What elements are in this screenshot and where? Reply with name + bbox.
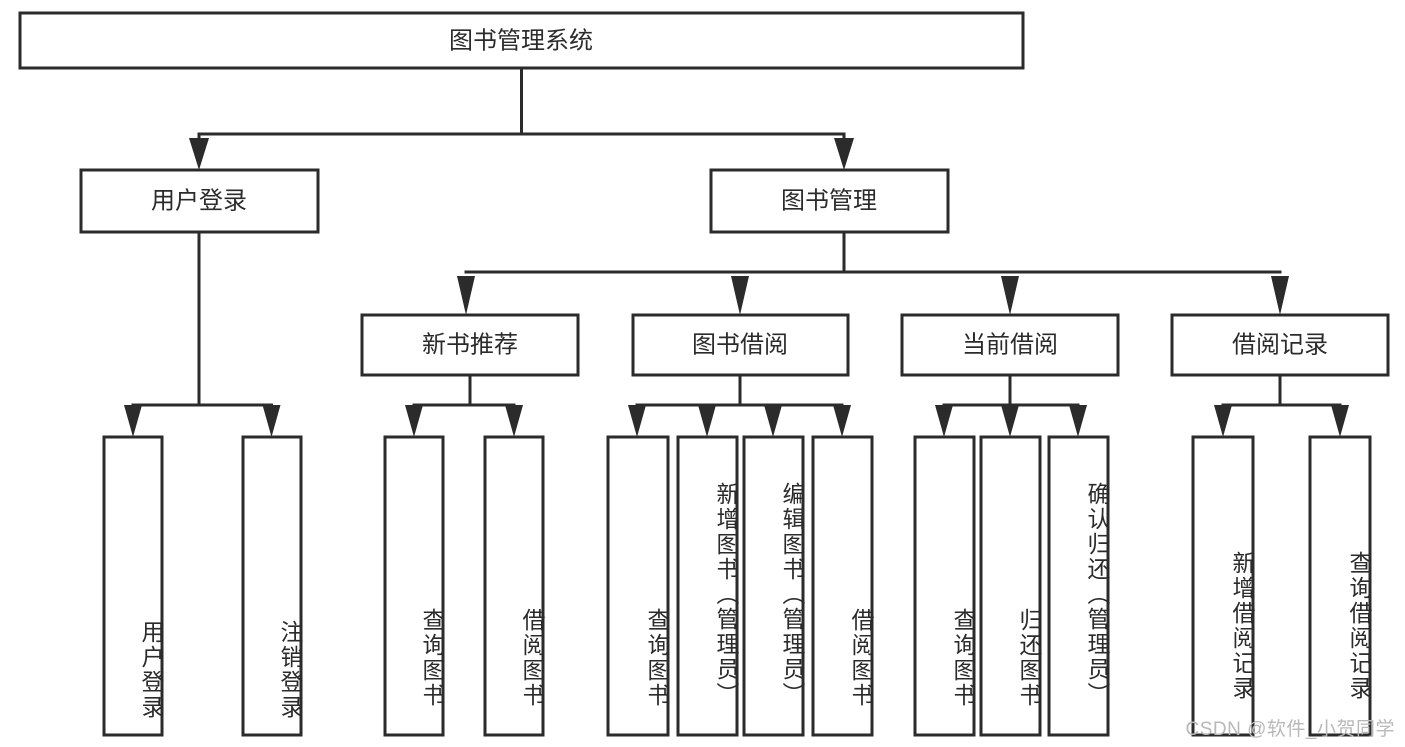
arrow-head-leaf-add-book: [698, 405, 716, 437]
node-current-borrow-label: 当前借阅: [962, 331, 1058, 358]
node-borrow-record[interactable]: 借阅记录: [1170, 313, 1390, 377]
node-borrow-record-label: 借阅记录: [1232, 331, 1328, 358]
connector-group-book-management: [457, 230, 1289, 315]
node-user-login[interactable]: 用户登录: [79, 168, 320, 234]
node-leaf-borrow-book-2-box[interactable]: [811, 435, 874, 737]
csdn-watermark: CSDN @软件_小贺同学: [1185, 719, 1395, 740]
arrow-head-leaf-return-book: [1001, 405, 1019, 437]
node-leaf-return-book-box[interactable]: [979, 435, 1042, 737]
arrow-head-leaf-add-record: [1214, 405, 1232, 437]
arrow-head-leaf-logout-login: [262, 405, 281, 437]
connector-group-new-book-recommend: [405, 373, 523, 437]
node-root-label: 图书管理系统: [449, 27, 593, 54]
node-root-box[interactable]: [18, 11, 1025, 70]
node-leaf-logout-login-box[interactable]: [241, 435, 303, 737]
arrow-head-leaf-query-book-1: [405, 405, 423, 437]
arrow-head-current-borrow: [1001, 276, 1019, 315]
arrow-head-leaf-query-book-2: [628, 405, 646, 437]
arrow-head-leaf-query-record: [1331, 405, 1349, 437]
node-user-login-label: 用户登录: [151, 187, 247, 214]
node-root[interactable]: 图书管理系统: [18, 11, 1025, 70]
arrow-head-leaf-borrow-book-1: [505, 405, 523, 437]
node-new-book-recommend-label: 新书推荐: [422, 331, 518, 358]
node-leaf-user-login-box[interactable]: [102, 435, 164, 737]
node-current-borrow[interactable]: 当前借阅: [900, 313, 1120, 377]
node-current-borrow-box[interactable]: [900, 313, 1120, 377]
node-new-book-recommend-box[interactable]: [360, 313, 580, 377]
node-leaf-add-record-box[interactable]: [1191, 435, 1255, 737]
arrow-head-to-book-management: [834, 138, 854, 170]
node-book-management-label: 图书管理: [781, 187, 877, 214]
arrow-head-leaf-edit-book: [764, 405, 782, 437]
node-book-management[interactable]: 图书管理: [709, 168, 950, 234]
node-new-book-recommend[interactable]: 新书推荐: [360, 313, 580, 377]
connector-group-root: [189, 66, 854, 170]
connector-group-user-login: [124, 230, 281, 437]
connector-group-borrow-record: [1214, 373, 1349, 437]
node-book-borrow-label: 图书借阅: [692, 331, 788, 358]
arrow-head-to-user-login: [189, 138, 209, 170]
node-leaf-query-book-1-box[interactable]: [383, 435, 445, 737]
arrow-head-leaf-query-book-3: [935, 405, 953, 437]
arrow-head-leaf-user-login: [124, 405, 142, 437]
node-leaf-borrow-book-1-box[interactable]: [483, 435, 545, 737]
node-leaf-confirm-return-box[interactable]: [1047, 435, 1110, 737]
arrow-head-borrow-record: [1271, 276, 1289, 315]
node-book-management-box[interactable]: [709, 168, 950, 234]
arrow-head-new-book-recommend: [457, 276, 475, 315]
arrow-head-leaf-confirm-return: [1069, 405, 1087, 437]
node-leaf-add-book-box[interactable]: [676, 435, 739, 737]
node-book-borrow-box[interactable]: [631, 313, 850, 377]
node-leaf-query-book-2-box[interactable]: [606, 435, 670, 737]
node-leaf-query-book-3-box[interactable]: [913, 435, 976, 737]
node-book-borrow[interactable]: 图书借阅: [631, 313, 850, 377]
arrow-head-leaf-borrow-book-2: [833, 405, 851, 437]
node-user-login-box[interactable]: [79, 168, 320, 234]
node-borrow-record-box[interactable]: [1170, 313, 1390, 377]
connector-group-current-borrow: [935, 373, 1087, 437]
node-leaf-query-record-box[interactable]: [1308, 435, 1372, 737]
connector-group-book-borrow: [628, 373, 851, 437]
arrow-head-book-borrow: [731, 276, 749, 315]
node-leaf-edit-book-box[interactable]: [742, 435, 805, 737]
